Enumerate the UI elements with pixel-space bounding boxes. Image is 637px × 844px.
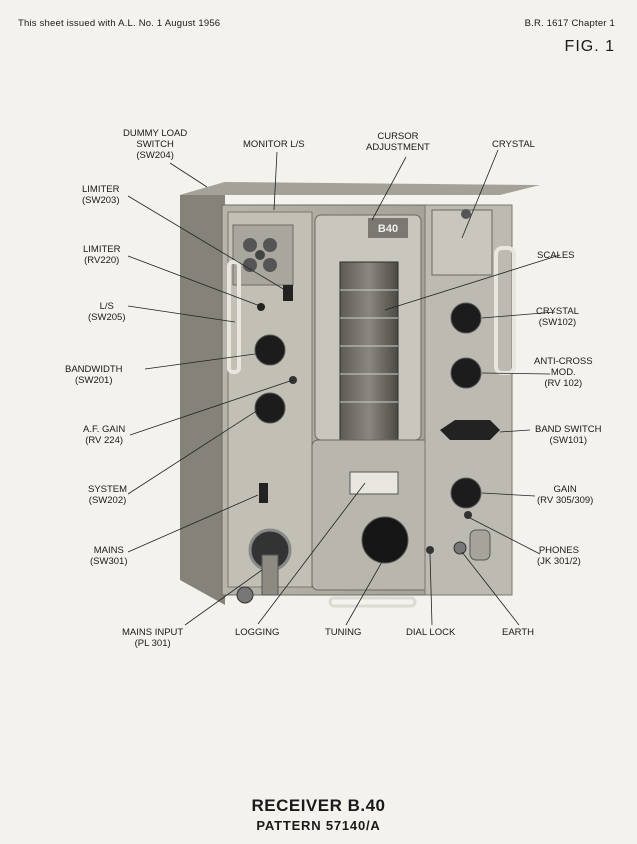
label-logging: LOGGING: [235, 627, 280, 638]
label-bandwidth: BANDWIDTH(SW201): [65, 364, 123, 386]
label-dial-lock: DIAL LOCK: [406, 627, 456, 638]
label-mains-input: MAINS INPUT(PL 301): [122, 627, 184, 649]
label-gain: GAIN(RV 305/309): [537, 484, 594, 506]
issue-note: This sheet issued with A.L. No. 1 August…: [18, 18, 221, 29]
label-mains-switch: MAINS(SW301): [90, 545, 128, 567]
panel-badge: B40: [378, 223, 398, 235]
label-band-switch: BAND SWITCH(SW101): [535, 424, 602, 446]
caption-title: RECEIVER B.40: [251, 796, 386, 815]
label-ls-switch: L/S(SW205): [88, 301, 126, 323]
label-crystal-switch: CRYSTAL(SW102): [536, 306, 579, 328]
label-scales: SCALES: [537, 250, 575, 261]
label-af-gain: A.F. GAIN(RV 224): [83, 424, 126, 446]
chapter-reference: B.R. 1617 Chapter 1: [524, 18, 615, 29]
label-system-switch: SYSTEM(SW202): [88, 484, 128, 506]
caption-pattern: PATTERN 57140/A: [256, 818, 381, 833]
figure-number: FIG. 1: [564, 38, 615, 55]
label-crystal-top: CRYSTAL: [492, 139, 535, 150]
label-limiter-switch: LIMITER(SW203): [82, 184, 120, 206]
label-limiter-rv: LIMITER(RV220): [83, 244, 121, 266]
label-monitor-ls: MONITOR L/S: [243, 139, 305, 150]
label-phones: PHONES(JK 301/2): [537, 545, 581, 567]
label-earth: EARTH: [502, 627, 535, 638]
label-tuning: TUNING: [325, 627, 362, 638]
